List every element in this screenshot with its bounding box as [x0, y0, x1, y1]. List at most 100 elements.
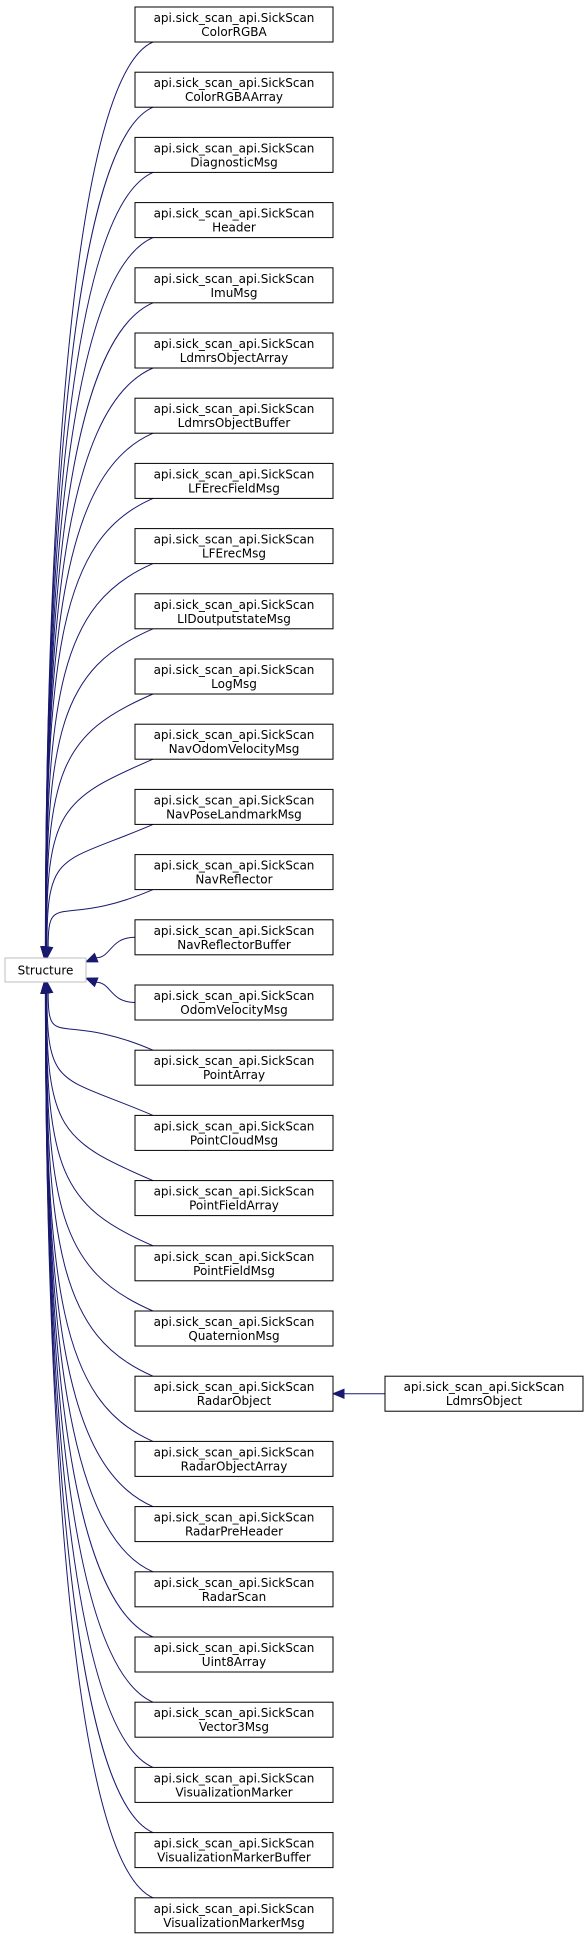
class-node-lidoutputstatemsg[interactable]: api.sick_scan_api.SickScanLIDoutputstate… — [134, 593, 334, 630]
class-node-name-label: LogMsg — [211, 677, 257, 691]
class-node-name-label: LdmrsObjectArray — [180, 351, 289, 365]
class-node-name-label: NavReflector — [195, 873, 272, 887]
class-node-name-label: NavReflectorBuffer — [177, 938, 291, 952]
class-nodes: api.sick_scan_api.SickScanColorRGBAapi.s… — [134, 6, 584, 1934]
class-node-namespace-label: api.sick_scan_api.SickScan — [154, 1771, 315, 1785]
class-node-box — [134, 984, 334, 1021]
class-node-namespace-label: api.sick_scan_api.SickScan — [154, 1380, 315, 1394]
class-node-box — [134, 397, 334, 434]
class-node-box — [134, 1245, 334, 1282]
class-node-namespace-label: api.sick_scan_api.SickScan — [154, 402, 315, 416]
class-node-visualizationmarkerbuffer[interactable]: api.sick_scan_api.SickScanVisualizationM… — [134, 1832, 334, 1869]
class-node-namespace-label: api.sick_scan_api.SickScan — [154, 924, 315, 938]
class-node-name-label: ColorRGBAArray — [185, 90, 283, 104]
class-node-namespace-label: api.sick_scan_api.SickScan — [154, 598, 315, 612]
subclass-arrowhead — [331, 1388, 345, 1399]
class-node-name-label: PointCloudMsg — [190, 1133, 278, 1147]
class-node-box — [134, 528, 334, 565]
class-node-box — [134, 6, 334, 43]
class-node-name-label: VisualizationMarkerMsg — [163, 1916, 305, 1930]
class-node-box — [384, 1375, 584, 1412]
class-node-namespace-label: api.sick_scan_api.SickScan — [154, 663, 315, 677]
class-node-namespace-label: api.sick_scan_api.SickScan — [154, 1511, 315, 1525]
class-node-name-label: NavPoseLandmarkMsg — [166, 807, 302, 821]
class-node-box — [134, 1310, 334, 1347]
class-node-visualizationmarker[interactable]: api.sick_scan_api.SickScanVisualizationM… — [134, 1766, 334, 1803]
inheritance-edge — [45, 497, 154, 948]
edge-arrowhead — [84, 977, 99, 988]
class-node-namespace-label: api.sick_scan_api.SickScan — [154, 1315, 315, 1329]
class-node-name-label: LdmrsObjectBuffer — [178, 416, 291, 430]
class-node-namespace-label: api.sick_scan_api.SickScan — [154, 1837, 315, 1851]
class-node-name-label: ColorRGBA — [201, 25, 267, 39]
class-node-namespace-label: api.sick_scan_api.SickScan — [154, 1902, 315, 1916]
class-node-name-label: RadarScan — [202, 1590, 267, 1604]
class-node-visualizationmarkermsg[interactable]: api.sick_scan_api.SickScanVisualizationM… — [134, 1897, 334, 1934]
class-node-name-label: Vector3Msg — [199, 1720, 269, 1734]
class-node-namespace-label: api.sick_scan_api.SickScan — [154, 859, 315, 873]
inheritance-edge — [46, 992, 154, 1116]
inheritance-edge — [96, 981, 136, 1003]
class-node-box — [134, 1897, 334, 1934]
class-node-navposelandmarkmsg[interactable]: api.sick_scan_api.SickScanNavPoseLandmar… — [134, 788, 334, 825]
class-node-name-label: PointArray — [203, 1068, 265, 1082]
inheritance-edges — [40, 41, 385, 1899]
structure-node[interactable]: Structure — [4, 957, 87, 983]
class-node-ldmrsobjectbuffer[interactable]: api.sick_scan_api.SickScanLdmrsObjectBuf… — [134, 397, 334, 434]
class-node-navreflectorbuffer[interactable]: api.sick_scan_api.SickScanNavReflectorBu… — [134, 919, 334, 956]
class-node-navodomvelocitymsg[interactable]: api.sick_scan_api.SickScanNavOdomVelocit… — [134, 723, 334, 760]
class-node-box — [134, 332, 334, 369]
class-node-name-label: LdmrsObject — [446, 1394, 523, 1408]
class-node-odomvelocitymsg[interactable]: api.sick_scan_api.SickScanOdomVelocityMs… — [134, 984, 334, 1021]
class-node-namespace-label: api.sick_scan_api.SickScan — [154, 207, 315, 221]
class-node-pointfieldarray[interactable]: api.sick_scan_api.SickScanPointFieldArra… — [134, 1180, 334, 1217]
class-node-namespace-label: api.sick_scan_api.SickScan — [154, 793, 315, 807]
class-node-namespace-label: api.sick_scan_api.SickScan — [154, 1641, 315, 1655]
class-node-name-label: ImuMsg — [210, 286, 257, 300]
class-node-box — [134, 919, 334, 956]
class-node-box — [134, 1636, 334, 1673]
inheritance-edge — [45, 563, 154, 948]
class-node-box — [134, 658, 334, 695]
class-node-namespace-label: api.sick_scan_api.SickScan — [154, 337, 315, 351]
class-node-box — [134, 1701, 334, 1738]
class-node-namespace-label: api.sick_scan_api.SickScan — [154, 76, 315, 90]
class-node-box — [134, 71, 334, 108]
edge-arrowhead — [84, 952, 99, 963]
class-node-namespace-label: api.sick_scan_api.SickScan — [154, 728, 315, 742]
inheritance-edge — [47, 889, 154, 948]
class-node-radarobjectarray[interactable]: api.sick_scan_api.SickScanRadarObjectArr… — [134, 1440, 334, 1477]
inheritance-edge — [46, 823, 154, 948]
class-node-box — [134, 1832, 334, 1869]
class-node-name-label: RadarPreHeader — [185, 1525, 283, 1539]
class-node-name-label: LIDoutputstateMsg — [177, 612, 291, 626]
class-node-namespace-label: api.sick_scan_api.SickScan — [154, 1185, 315, 1199]
structure-label: Structure — [18, 964, 74, 978]
class-node-box — [134, 462, 334, 499]
class-node-ldmrsobjectarray[interactable]: api.sick_scan_api.SickScanLdmrsObjectArr… — [134, 332, 334, 369]
class-node-namespace-label: api.sick_scan_api.SickScan — [154, 1054, 315, 1068]
class-node-box — [134, 1766, 334, 1803]
class-node-name-label: LFErecMsg — [202, 547, 266, 561]
class-node-namespace-label: api.sick_scan_api.SickScan — [404, 1380, 565, 1394]
inheritance-edge — [47, 992, 154, 1051]
